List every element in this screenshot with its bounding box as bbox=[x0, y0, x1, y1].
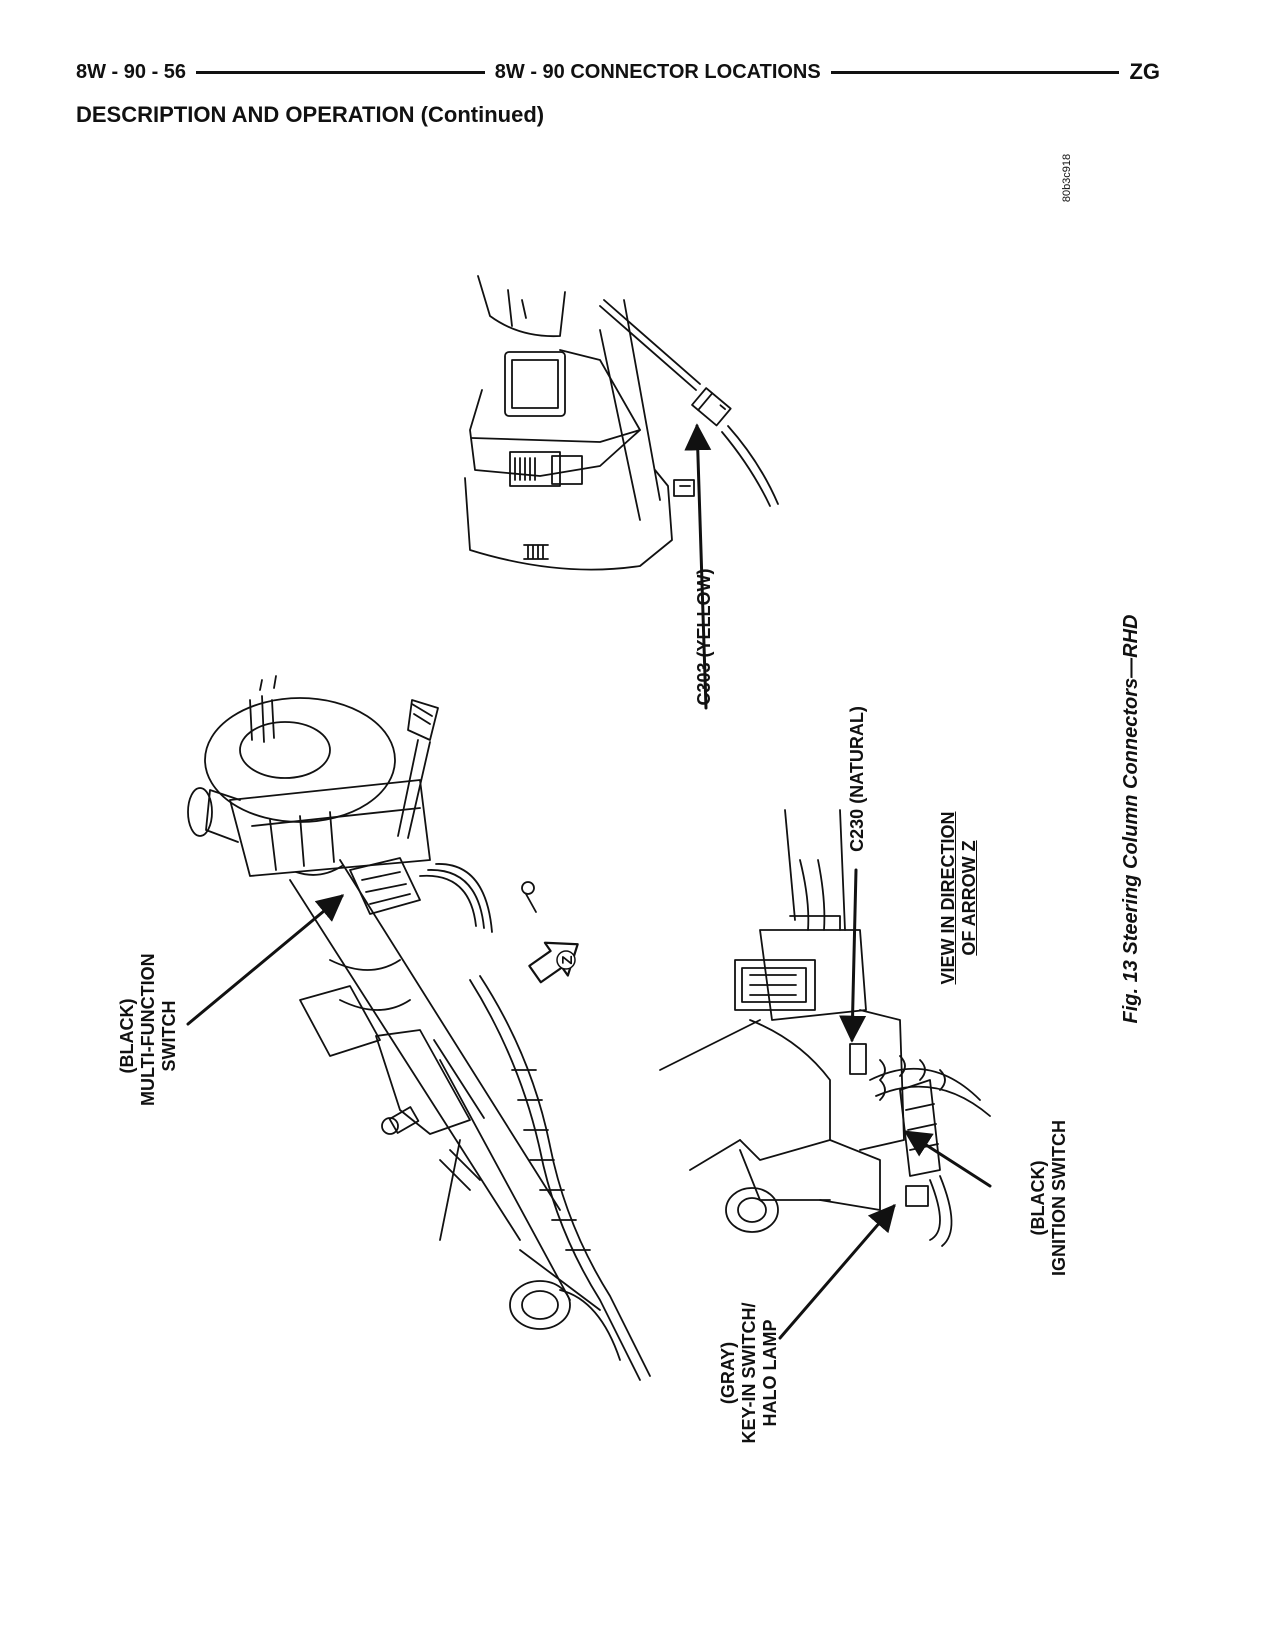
header-rule-right bbox=[830, 70, 1120, 74]
label-multi-function-switch: (BLACK) MULTI-FUNCTION SWITCH bbox=[117, 953, 183, 1106]
section-title: DESCRIPTION AND OPERATION (Continued) bbox=[76, 102, 545, 127]
label-view-direction: VIEW IN DIRECTION OF ARROW Z bbox=[938, 798, 982, 998]
mfs-line-1: (BLACK) bbox=[117, 998, 137, 1074]
label-c303: C303 (YELLOW) bbox=[694, 568, 714, 706]
view-line-2: OF ARROW Z bbox=[959, 840, 979, 956]
leader-lines bbox=[186, 423, 992, 1340]
figure-caption: Fig. 13 Steering Column Connectors—RHD bbox=[1120, 614, 1142, 1024]
steering-column-drawing: Z bbox=[187, 675, 651, 1381]
view-line-1: VIEW IN DIRECTION bbox=[938, 811, 958, 985]
key-line-2: KEY-IN SWITCH/ bbox=[739, 1302, 759, 1444]
key-line-3: HALO LAMP bbox=[760, 1319, 780, 1427]
figure-id: 80b3c918 bbox=[1061, 153, 1073, 203]
arrow-z-label: Z bbox=[559, 955, 576, 964]
ign-line-1: (BLACK) bbox=[1028, 1160, 1048, 1236]
page-title: 8W - 90 CONNECTOR LOCATIONS bbox=[494, 60, 821, 83]
page-number: 8W - 90 - 56 bbox=[76, 60, 187, 83]
mfs-line-2: MULTI-FUNCTION bbox=[138, 953, 158, 1106]
label-key-in-switch: (GRAY) KEY-IN SWITCH/ HALO LAMP bbox=[718, 1302, 784, 1444]
label-c230: C230 (NATURAL) bbox=[847, 706, 867, 852]
dash-panel-drawing bbox=[464, 275, 779, 571]
mfs-line-3: SWITCH bbox=[159, 1000, 179, 1072]
manual-code: ZG bbox=[1129, 59, 1160, 84]
ign-line-2: IGNITION SWITCH bbox=[1049, 1120, 1069, 1276]
page-header: 8W - 90 - 56 8W - 90 CONNECTOR LOCATIONS… bbox=[76, 57, 1160, 87]
label-ignition-switch: (BLACK) IGNITION SWITCH bbox=[1028, 1112, 1072, 1284]
header-rule-left bbox=[196, 70, 485, 74]
key-line-1: (GRAY) bbox=[718, 1341, 738, 1405]
